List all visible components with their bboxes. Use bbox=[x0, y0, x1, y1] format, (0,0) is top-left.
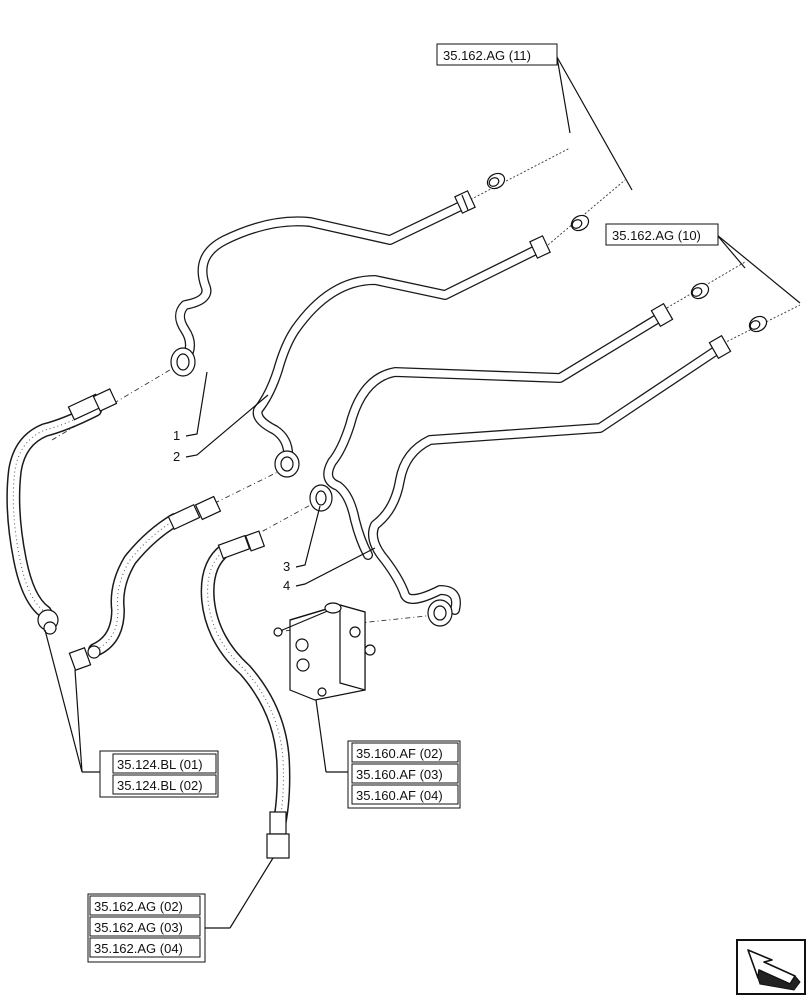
svg-text:35.124.BL (02): 35.124.BL (02) bbox=[117, 778, 203, 793]
pipe-4-nut bbox=[427, 599, 453, 627]
pipe-4-end-fitting bbox=[708, 334, 732, 360]
svg-text:35.160.AF (04): 35.160.AF (04) bbox=[356, 788, 443, 803]
svg-text:35.162.AG (11): 35.162.AG (11) bbox=[443, 48, 531, 63]
pipe-1-nut bbox=[170, 347, 196, 377]
valve-block bbox=[273, 602, 376, 701]
hose-a bbox=[6, 388, 118, 635]
callout-3: 3 bbox=[283, 559, 290, 574]
leader-lines bbox=[44, 56, 801, 929]
svg-text:35.160.AF (02): 35.160.AF (02) bbox=[356, 746, 443, 761]
ref-ag-11[interactable]: 35.162.AG (11) bbox=[436, 43, 558, 66]
hose-b-fitting bbox=[68, 495, 222, 671]
ref-group-bl: 35.124.BL (01) 35.124.BL (02) bbox=[99, 750, 219, 798]
callout-2: 2 bbox=[173, 449, 180, 464]
ref-af-04[interactable]: 35.160.AF (04) bbox=[351, 784, 459, 805]
ref-ag-02[interactable]: 35.162.AG (02) bbox=[89, 895, 201, 916]
ref-af-03[interactable]: 35.160.AF (03) bbox=[351, 763, 459, 784]
callout-numbers: 1 2 3 4 bbox=[173, 428, 290, 593]
ref-group-af: 35.160.AF (02) 35.160.AF (03) 35.160.AF … bbox=[347, 740, 461, 809]
svg-text:35.162.AG (02): 35.162.AG (02) bbox=[94, 899, 183, 914]
arrow-back-icon[interactable] bbox=[736, 939, 806, 995]
hose-c-fitting bbox=[217, 530, 290, 859]
svg-text:35.162.AG (04): 35.162.AG (04) bbox=[94, 941, 183, 956]
callout-1: 1 bbox=[173, 428, 180, 443]
hose-b bbox=[68, 495, 222, 671]
ref-bl-01[interactable]: 35.124.BL (01) bbox=[112, 753, 217, 774]
ref-group-ag-lower: 35.162.AG (02) 35.162.AG (03) 35.162.AG … bbox=[87, 893, 206, 963]
callout-4: 4 bbox=[283, 578, 290, 593]
pipe-3 bbox=[309, 302, 674, 560]
hose-c bbox=[200, 530, 291, 859]
pipe-3-end-fitting bbox=[650, 302, 674, 328]
valve-adjust-screw bbox=[273, 602, 342, 637]
pipe-2-nut bbox=[274, 450, 300, 478]
pipe-2-end-fitting bbox=[529, 235, 551, 259]
svg-text:35.160.AF (03): 35.160.AF (03) bbox=[356, 767, 443, 782]
ref-af-02[interactable]: 35.160.AF (02) bbox=[351, 742, 459, 763]
svg-text:35.162.AG (10): 35.162.AG (10) bbox=[612, 228, 701, 243]
ref-ag-03[interactable]: 35.162.AG (03) bbox=[89, 916, 201, 937]
pipe-1-end-fitting bbox=[454, 190, 476, 214]
pipe-1 bbox=[170, 190, 476, 377]
svg-text:35.162.AG (03): 35.162.AG (03) bbox=[94, 920, 183, 935]
hose-a-fitting bbox=[37, 388, 118, 635]
seals-upper bbox=[486, 172, 768, 333]
pipe-2 bbox=[252, 235, 551, 478]
ref-ag-10[interactable]: 35.162.AG (10) bbox=[605, 223, 719, 246]
ref-ag-04[interactable]: 35.162.AG (04) bbox=[89, 937, 201, 958]
svg-text:35.124.BL (01): 35.124.BL (01) bbox=[117, 757, 203, 772]
pipe-3-nut bbox=[309, 484, 333, 512]
ref-bl-02[interactable]: 35.124.BL (02) bbox=[112, 774, 217, 795]
pipe-4 bbox=[368, 334, 732, 627]
